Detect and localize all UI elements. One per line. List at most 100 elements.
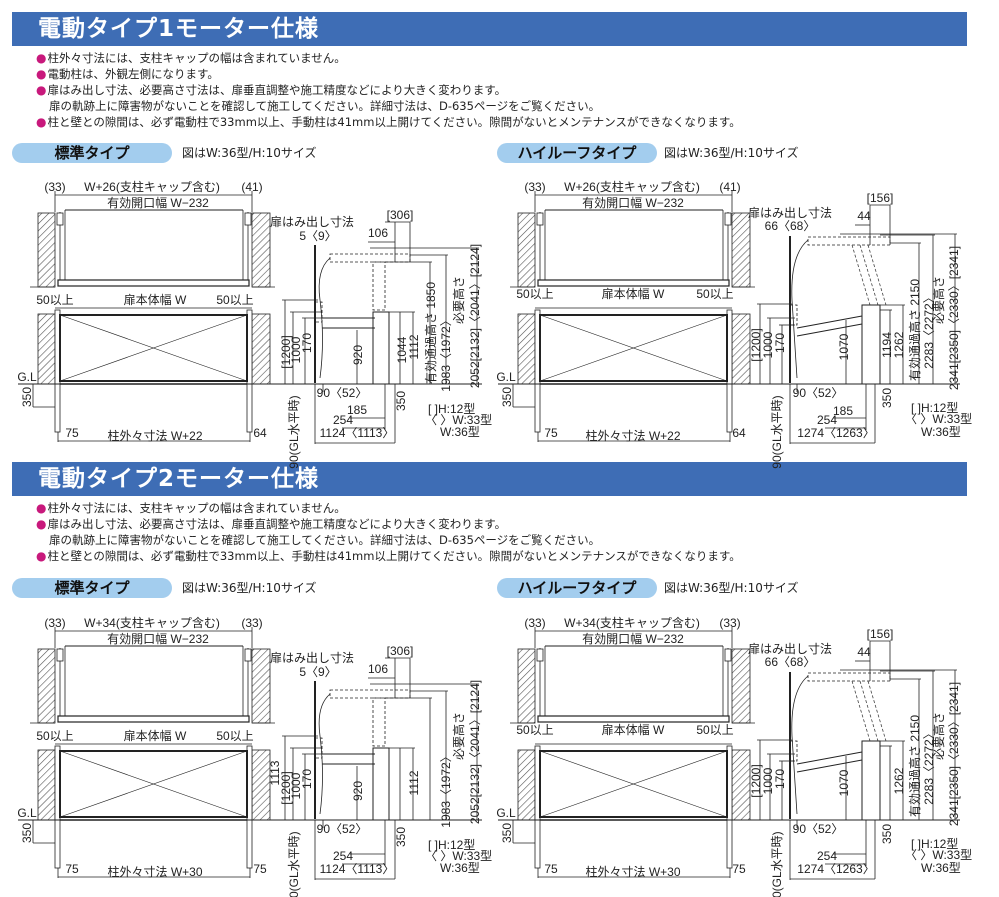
dimension-label-v1262: 1262 (892, 767, 906, 794)
dimension-label-v-req2: 2341[2350]〈2330〉[2341] (947, 246, 961, 390)
wall-hatch (731, 648, 751, 724)
note: ●柱外々寸法には、支柱キャップの幅は含まれていません。 (36, 500, 741, 516)
dimension-label-cap-right: (41) (719, 180, 740, 194)
dimension-label-v1200: [1200] (279, 771, 293, 804)
wall-hatch (731, 749, 751, 821)
wall-hatch (517, 749, 536, 821)
motor-post (372, 747, 390, 821)
note-text: 柱外々寸法には、支柱キャップの幅は含まれていません。 (47, 501, 346, 515)
dimension-label-v1194: 1194 (880, 332, 894, 358)
dimension-label-opening: 有効開口幅 W−232 (582, 631, 684, 646)
dimension-line (796, 759, 863, 773)
dimension-label-v-clear2: 2283〈2272〉 (922, 727, 936, 804)
note-text: 柱と壁との隙間は、必ず電動柱で33mm以上、手動柱は41mm以上開けてください。… (47, 115, 741, 129)
dimension-label-door-width: 扉本体幅 W (602, 286, 665, 301)
dimension-label-v-req2: 2341[2350]〈2330〉[2341] (947, 682, 961, 826)
dimension-label-v-req2: 2052[2132]〈2041〉[2124] (468, 244, 482, 388)
note-text: 扉の軌跡上に障害物がないことを確認して施工してください。詳細寸法は、D-635ペ… (49, 533, 601, 547)
dimension-label-v350: 350 (880, 824, 894, 844)
dimension-label-cap-total: W+26(支柱キャップ含む) (84, 179, 220, 194)
dimension-label-gl: G.L (496, 806, 516, 820)
dimension-label-ground: 90〈52〉 (793, 822, 844, 836)
dimension-label-post-width: 柱外々寸法 W+22 (107, 428, 202, 443)
dimension-label-top1: [156] (867, 191, 894, 205)
note-text: 柱外々寸法には、支柱キャップの幅は含まれていません。 (47, 51, 346, 65)
note: 扉の軌跡上に障害物がないことを確認して施工してください。詳細寸法は、D-635ペ… (36, 532, 741, 548)
gate-panel (59, 314, 248, 382)
dimension-label-cap-left: (33) (524, 616, 545, 630)
dimension-label-v1262: 1262 (892, 331, 906, 358)
figure-note: 図はW:36型/H:10サイズ (182, 581, 317, 595)
standard-type-diagram: (33)W+34(支柱キャップ含む)(33)有効開口幅 W−23250以上扉本体… (17, 615, 492, 897)
cross-line (59, 750, 248, 818)
post-cap (724, 648, 732, 662)
dimension-label-legend1: [ ]H:12型 (911, 401, 958, 415)
note: ●扉はみ出し寸法、必要高さ寸法は、扉垂直調整や施工精度などにより大きく変わります… (36, 516, 741, 532)
dimension-label-post-left: 75 (544, 426, 558, 440)
dimension-label-door-width: 扉本体幅 W (602, 722, 665, 737)
dimension-label-post-width: 柱外々寸法 W+30 (585, 864, 680, 879)
dimension-label-v1000: 1000 (289, 336, 303, 363)
bullet-icon: ● (36, 67, 47, 81)
type-label-highroof: ハイルーフタイプ (497, 578, 657, 598)
dimension-label-post-width: 柱外々寸法 W+30 (107, 864, 202, 879)
wall-hatch (517, 212, 536, 288)
figure-note: 図はW:36型/H:10サイズ (664, 581, 799, 595)
dimension-label-gl-note: 90(GL水平時) (770, 831, 784, 897)
dimension-label-v1112: 1112 (407, 770, 421, 795)
wall-hatch (37, 648, 56, 724)
wall-hatch (251, 648, 271, 724)
bullet-icon: ● (36, 115, 47, 129)
dimension-label-min-right: 50以上 (216, 293, 253, 307)
dimension-label-protrude-label: 扉はみ出し寸法 (748, 642, 832, 656)
dimension-label-gl-note: 90(GL水平時) (770, 395, 784, 468)
type-label-standard: 標準タイプ (12, 578, 172, 598)
dimension-label-vmid: 1070 (837, 333, 851, 360)
dimension-label-opening: 有効開口幅 W−232 (107, 631, 209, 646)
dimension-label-top2: 44 (857, 645, 871, 659)
dimension-label-cap-total: W+26(支柱キャップ含む) (564, 179, 700, 194)
wall-hatch (517, 313, 536, 385)
dimension-label-v1000: 1000 (761, 331, 775, 358)
dimension-label-vmid: 1070 (837, 769, 851, 796)
dimension-label-legend2: 〈 〉W:33型 (905, 848, 972, 862)
standard-type-diagram: (33)W+26(支柱キャップ含む)(41)有効開口幅 W−23250以上扉本体… (17, 179, 492, 469)
dimension-label-vmid: 920 (351, 781, 365, 801)
highroof-type-diagram: (33)W+34(支柱キャップ含む)(33)有効開口幅 W−23250以上扉本体… (496, 615, 972, 897)
dimension-label-gl: G.L (17, 370, 37, 384)
post-cap (244, 648, 252, 662)
dimension-label-protrude-label: 扉はみ出し寸法 (270, 215, 354, 229)
dimension-label-legend1: [ ]H:12型 (428, 402, 475, 416)
dimension-label-post-left: 75 (65, 862, 79, 876)
dimension-label-v1113: 1113 (268, 760, 282, 785)
dimension-label-v170: 170 (773, 333, 787, 353)
gate-panel (59, 750, 248, 818)
dimension-label-v1200: [1200] (279, 335, 293, 368)
bullet-icon: ● (36, 549, 47, 563)
figure-note: 図はW:36型/H:10サイズ (182, 146, 317, 160)
dimension-label-v1000: 1000 (761, 767, 775, 794)
dimension-label-min-left: 50以上 (516, 723, 553, 737)
dimension-label-d254: 254 (333, 413, 353, 427)
dimension-label-v-req: 必要高さ (451, 712, 466, 760)
highroof-type-diagram: (33)W+26(支柱キャップ含む)(41)有効開口幅 W−23250以上扉本体… (496, 179, 972, 469)
section-1-notes: ●柱外々寸法には、支柱キャップの幅は含まれていません。 ●電動柱は、外観左側にな… (36, 50, 741, 130)
dimension-label-v-clear: 有効通過高さ 1850 (423, 282, 438, 384)
note: ●柱と壁との隙間は、必ず電動柱で33mm以上、手動柱は41mm以上開けてください… (36, 548, 741, 564)
dimension-label-top2: 106 (368, 226, 388, 240)
dimension-label-v1112: 1112 (407, 334, 421, 359)
open-door-outline (851, 244, 887, 306)
dimension-label-cap-left: (33) (524, 180, 545, 194)
dimension-label-h350: 350 (20, 387, 34, 407)
dimension-label-top1: [306] (387, 644, 414, 658)
gate-bar (57, 715, 250, 723)
dimension-label-v-req: 必要高さ (931, 712, 946, 760)
dimension-label-d-total: 1124〈1113〉 (320, 862, 395, 876)
wall-hatch (251, 212, 271, 288)
note: ●柱外々寸法には、支柱キャップの幅は含まれていません。 (36, 50, 741, 66)
dimension-line (796, 751, 863, 765)
dimension-label-post-right: 75 (732, 862, 746, 876)
bullet-icon: ● (36, 501, 47, 515)
bullet-icon: ● (36, 83, 47, 97)
dimension-label-gl-note: 90(GL水平時) (287, 395, 301, 468)
